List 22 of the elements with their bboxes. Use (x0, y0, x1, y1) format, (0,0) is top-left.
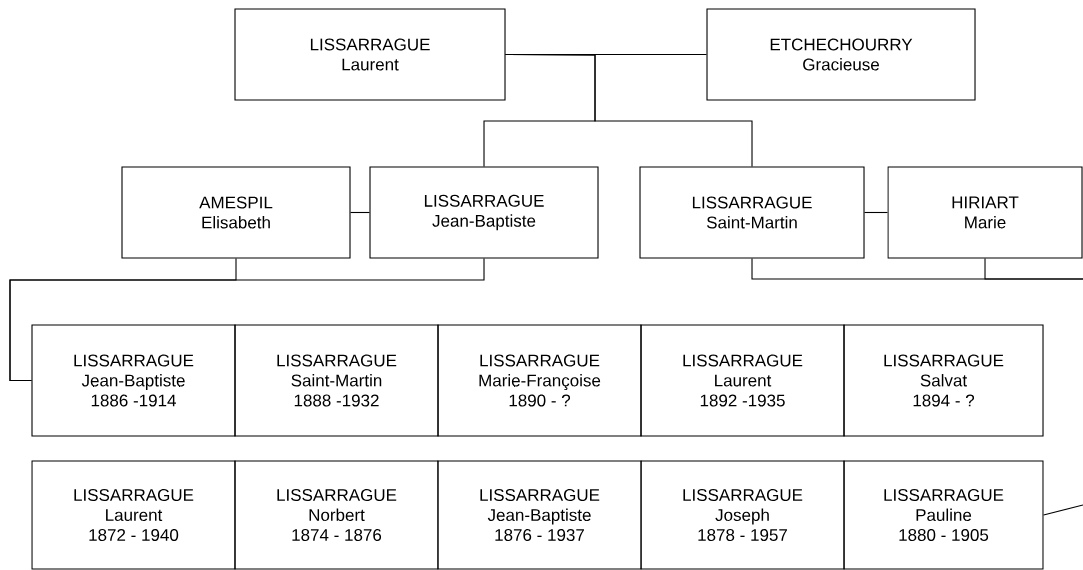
person-box: LISSARRAGUE Jean-Baptiste 1876 - 1937 (437, 460, 642, 570)
person-box: LISSARRAGUE Saint-Martin (639, 166, 865, 259)
person-box: LISSARRAGUE Marie-Françoise 1890 - ? (437, 324, 642, 437)
connector-line (864, 211, 888, 214)
person-box: LISSARRAGUE Norbert 1874 - 1876 (234, 460, 439, 570)
person-box: LISSARRAGUE Laurent 1872 - 1940 (31, 460, 236, 570)
connector-line (984, 258, 1083, 280)
person-box: LISSARRAGUE Laurent 1892 -1935 (640, 324, 845, 437)
person-box: LISSARRAGUE Salvat 1894 - ? (843, 324, 1044, 437)
person-box: ETCHECHOURRY Gracieuse (706, 8, 976, 101)
person-box: LISSARRAGUE Saint-Martin 1888 -1932 (234, 324, 439, 437)
person-box: LISSARRAGUE Joseph 1878 - 1957 (640, 460, 845, 570)
person-box: LISSARRAGUE Jean-Baptiste (369, 166, 599, 259)
person-box: LISSARRAGUE Pauline 1880 - 1905 (843, 460, 1044, 570)
person-box: AMESPIL Elisabeth (121, 166, 351, 259)
connector-line (505, 53, 753, 167)
person-box: LISSARRAGUE Laurent (234, 8, 506, 101)
connector-line (1043, 504, 1083, 516)
connector-line (9, 258, 485, 382)
person-box: LISSARRAGUE Jean-Baptiste 1886 -1914 (31, 324, 236, 437)
connector-line (350, 211, 370, 214)
person-box: HIRIART Marie (887, 166, 1083, 259)
